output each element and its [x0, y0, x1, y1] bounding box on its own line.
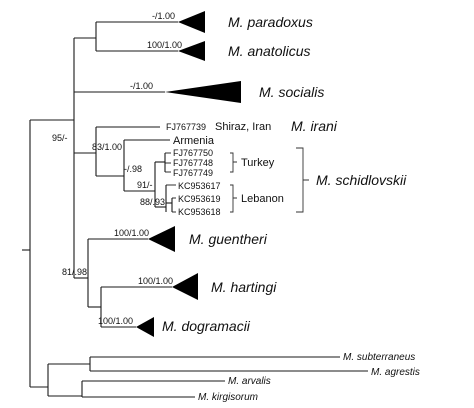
turkey-bracket	[230, 152, 237, 173]
clade-triangle-anatolicus	[178, 41, 205, 61]
accession-label: FJ767739	[166, 122, 206, 132]
locality-brackets	[230, 147, 309, 213]
accession-label: KC953619	[178, 194, 221, 204]
clade-triangle-guentheri	[148, 226, 175, 252]
species-label: M. socialis	[259, 84, 324, 100]
clade-triangle-hartingi	[172, 273, 198, 300]
clade-triangle-dogramacii	[136, 317, 154, 337]
sequence-labels: FJ767739 Shiraz, Iran Armenia FJ767750 F…	[166, 121, 284, 217]
species-labels: M. paradoxus M. anatolicus M. socialis M…	[162, 14, 420, 403]
support-values: -/1.00 100/1.00 -/1.00 95/- 83/1.00 -/.9…	[52, 11, 182, 326]
species-label: M. schidlovskii	[316, 172, 407, 188]
collapsed-clades	[136, 11, 241, 337]
clade-triangle-socialis	[165, 81, 241, 103]
species-label: M. irani	[291, 118, 338, 134]
tree-branches	[22, 21, 368, 398]
support-label: -/.98	[124, 164, 142, 174]
species-label: M. hartingi	[211, 279, 277, 295]
species-label: M. arvalis	[228, 376, 271, 387]
species-label: M. agrestis	[371, 367, 420, 378]
accession-label: KC953618	[178, 207, 221, 217]
schidlovskii-bracket	[296, 147, 309, 213]
species-label: M. anatolicus	[228, 43, 310, 59]
locality-label: Armenia	[173, 135, 215, 147]
support-label: 91/-	[137, 180, 153, 190]
support-label: -/1.00	[152, 11, 175, 21]
clade-triangle-paradoxus	[178, 11, 205, 33]
support-label: 83/1.00	[92, 142, 122, 152]
support-label: 100/1.00	[138, 276, 173, 286]
species-label: M. subterraneus	[343, 352, 415, 363]
species-label: M. guentheri	[189, 231, 268, 247]
lebanon-bracket	[230, 184, 237, 213]
support-label: 100/1.00	[98, 316, 133, 326]
locality-label: Lebanon	[241, 193, 284, 205]
support-label: 95/-	[52, 133, 68, 143]
locality-label: Shiraz, Iran	[215, 121, 271, 133]
support-label: 88/.93	[140, 197, 165, 207]
species-label: M. paradoxus	[228, 14, 313, 30]
support-label: -/1.00	[130, 81, 153, 91]
support-label: 100/1.00	[147, 40, 182, 50]
accession-label: KC953617	[178, 181, 221, 191]
accession-label: FJ767748	[173, 158, 213, 168]
species-label: M. dogramacii	[162, 318, 251, 334]
locality-label: Turkey	[241, 157, 275, 169]
species-label: M. kirgisorum	[198, 392, 258, 403]
support-label: 100/1.00	[114, 228, 149, 238]
accession-label: FJ767750	[173, 148, 213, 158]
support-label: 81/.98	[62, 267, 87, 277]
accession-label: FJ767749	[173, 168, 213, 178]
